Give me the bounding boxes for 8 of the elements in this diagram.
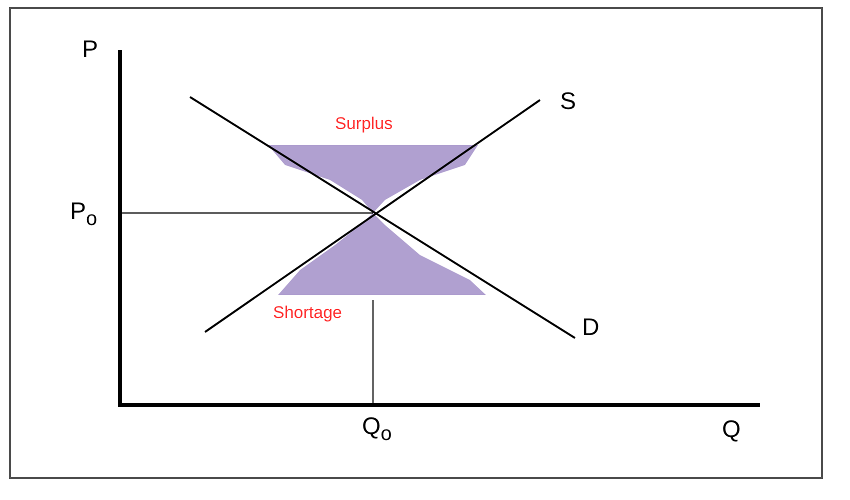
- quantity-label: Q$_{o}$: [362, 415, 392, 444]
- price-label: P$_{o}$: [70, 200, 98, 229]
- area-label: Surplus: [335, 115, 393, 132]
- axis-label: Q: [722, 418, 741, 442]
- axis-label: P: [82, 38, 98, 62]
- area-label: Shortage: [273, 304, 342, 321]
- curve-label: D: [582, 316, 600, 340]
- curve-label: S: [560, 90, 576, 114]
